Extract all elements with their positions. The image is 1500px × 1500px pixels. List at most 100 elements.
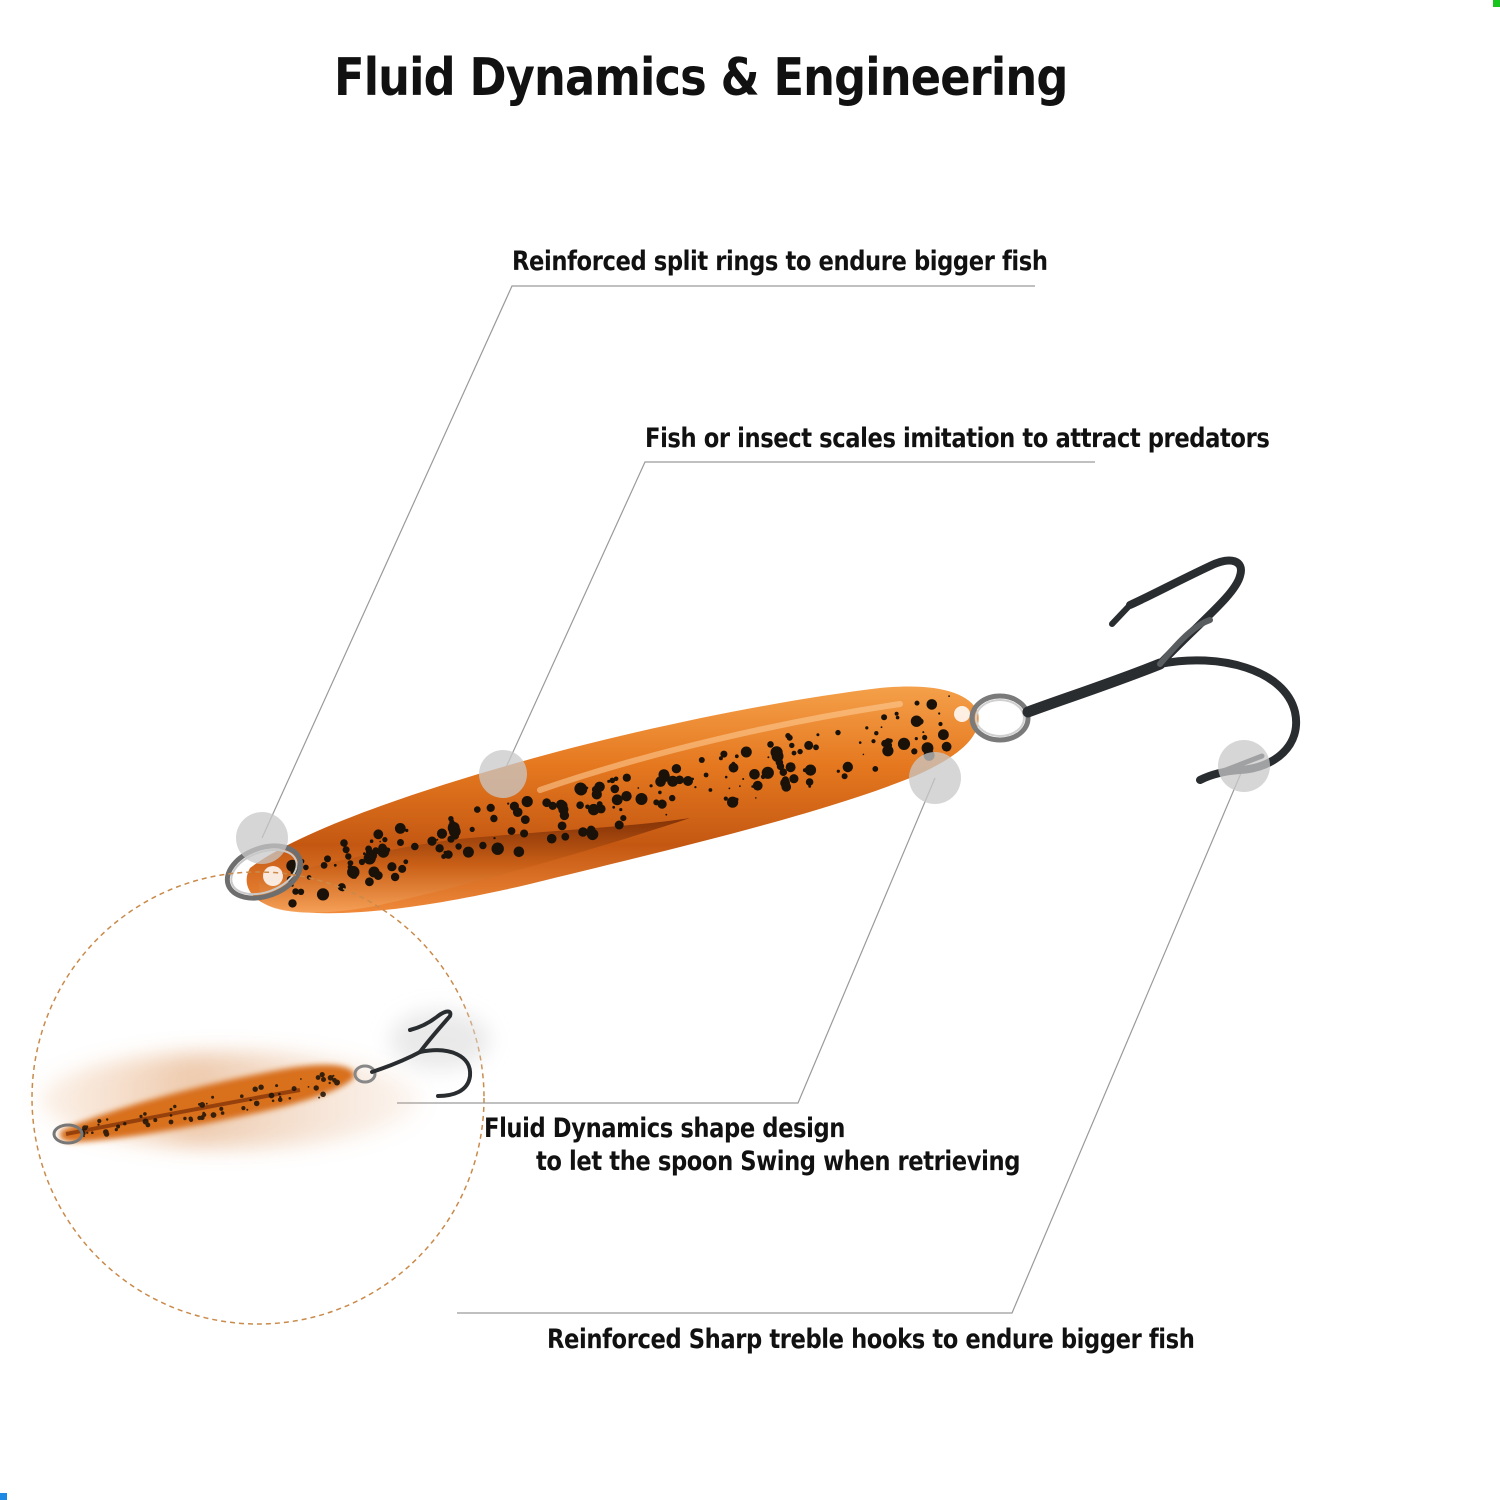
speckle: [755, 797, 757, 799]
speckle: [718, 756, 723, 761]
speckle: [561, 832, 570, 841]
speckle: [926, 699, 938, 710]
speckle: [486, 803, 495, 813]
speckle: [435, 844, 444, 853]
speckle: [882, 745, 894, 757]
leader-line-split-rings: [261, 285, 1035, 839]
speckle: [403, 859, 409, 865]
speckle: [307, 1086, 310, 1088]
speckle: [211, 1095, 215, 1099]
speckle: [612, 805, 616, 809]
speckle: [324, 855, 331, 863]
speckle: [739, 785, 741, 787]
callout-shape-line1: Fluid Dynamics shape design: [484, 1113, 846, 1144]
speckle: [455, 843, 462, 850]
leader-lines: [261, 285, 1245, 1314]
speckle: [97, 1118, 102, 1124]
speckle: [797, 748, 803, 755]
speckle: [436, 838, 439, 841]
speckle: [614, 796, 622, 804]
speckle: [708, 788, 713, 792]
speckle: [373, 871, 383, 880]
speckle: [734, 797, 739, 802]
speckle: [198, 1103, 201, 1106]
speckle: [199, 1102, 206, 1108]
speckle: [520, 829, 529, 838]
leader-line-shape: [397, 777, 936, 1104]
speckle: [240, 1094, 244, 1098]
speckle: [574, 782, 587, 795]
speckle: [728, 762, 739, 773]
speckle: [300, 1078, 302, 1080]
speckle: [871, 739, 876, 744]
inset-lure: [40, 1009, 490, 1148]
speckle: [320, 1091, 326, 1098]
speckle: [291, 1086, 297, 1092]
speckle: [728, 787, 731, 790]
speckle: [320, 862, 328, 869]
speckle: [649, 784, 653, 788]
speckle: [588, 803, 600, 816]
speckle: [83, 1135, 85, 1138]
speckle: [779, 768, 788, 776]
speckle: [635, 793, 648, 805]
marker-dot-hooks: [1218, 740, 1270, 792]
speckle: [333, 863, 337, 867]
speckle: [914, 737, 918, 741]
speckle: [210, 1112, 217, 1118]
speckle: [378, 843, 387, 853]
speckle: [253, 1100, 260, 1107]
speckle: [723, 796, 728, 801]
speckle: [197, 1115, 202, 1121]
speckle: [373, 829, 384, 840]
speckle: [874, 731, 879, 736]
speckle: [576, 801, 584, 809]
speckle: [490, 814, 498, 823]
speckle: [881, 739, 889, 748]
speckle: [313, 1085, 319, 1091]
speckle: [621, 791, 632, 802]
speckle: [742, 778, 745, 780]
speckle: [614, 820, 624, 830]
speckle: [669, 794, 676, 802]
leader-line-hooks: [457, 765, 1245, 1314]
speckle: [479, 841, 487, 850]
speckle: [842, 761, 853, 773]
split-ring-head: [969, 693, 1031, 743]
callout-shape-line2: to let the spoon Swing when retrieving: [536, 1146, 1021, 1177]
speckle: [145, 1122, 151, 1128]
speckle: [546, 833, 557, 844]
speckle: [365, 848, 373, 855]
speckle: [683, 776, 693, 786]
speckle: [347, 857, 351, 860]
callout-hooks: Reinforced Sharp treble hooks to endure …: [547, 1324, 1195, 1355]
speckle: [698, 757, 705, 763]
speckle: [785, 762, 796, 773]
speckle: [922, 731, 925, 734]
speckle: [394, 823, 406, 834]
leader-line-scales: [502, 461, 1095, 775]
speckle: [397, 839, 404, 846]
marker-dot-shape: [909, 752, 961, 804]
speckle: [872, 766, 879, 772]
speckle: [358, 858, 366, 866]
lure-lower-fold: [258, 818, 690, 913]
speckle: [183, 1116, 187, 1121]
speckle: [507, 827, 516, 835]
speckle: [169, 1107, 173, 1111]
speckle: [277, 1097, 283, 1103]
speckle: [288, 1097, 292, 1100]
speckle: [521, 796, 533, 808]
marker-dot-split-ring: [236, 812, 288, 864]
speckle: [316, 888, 330, 901]
speckle: [622, 773, 631, 782]
speckle: [734, 754, 739, 759]
speckle: [103, 1131, 110, 1137]
page-title: Fluid Dynamics & Engineering: [334, 48, 1068, 108]
speckle: [168, 1119, 174, 1125]
speckle: [86, 1131, 89, 1134]
speckle: [153, 1118, 158, 1123]
speckle: [619, 808, 623, 812]
speckle: [297, 888, 305, 895]
